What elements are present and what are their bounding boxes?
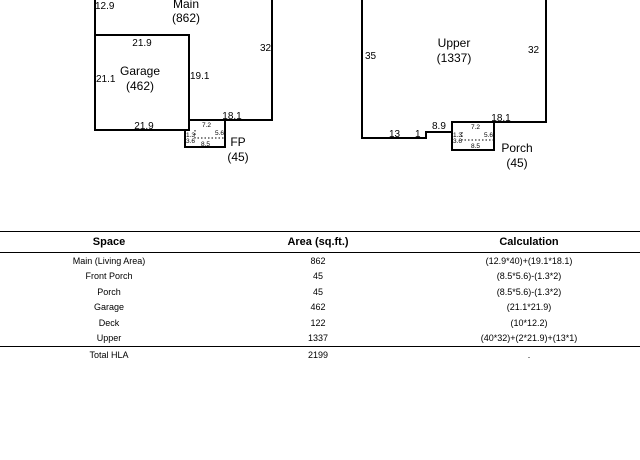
main-outline	[94, 0, 273, 131]
floor-plan-sketch: Main (862) Garage (462) FP (45) 12.9 21.…	[94, 0, 547, 170]
dim-fp-d: 3.6	[186, 138, 195, 145]
cell-calculation: (8.5*5.6)-(1.3*2)	[496, 271, 562, 282]
cell-total-space: Total HLA	[0, 346, 218, 363]
cell-calculation: (40*32)+(2*21.9)+(13*1)	[480, 333, 578, 344]
dim-garage-bottom: 21.9	[134, 121, 154, 132]
garage-area: (462)	[126, 79, 154, 93]
dim-porch-b: 5.6	[484, 132, 493, 139]
cell-total-calculation: .	[418, 346, 640, 363]
fp-label: FP	[230, 135, 245, 149]
cell-total-area: 2199	[218, 346, 418, 363]
cell-calculation: (21.1*21.9)	[506, 302, 552, 313]
porch-area: (45)	[506, 156, 527, 170]
dim-upper-left: 35	[365, 51, 377, 62]
cell-space: Upper	[96, 333, 122, 344]
dim-porch-d: 3.6	[453, 138, 462, 145]
header-calculation: Calculation	[418, 231, 640, 253]
cell-area: 122	[310, 317, 326, 328]
dim-bottom-b: 1	[415, 129, 421, 140]
upper-area: (1337)	[437, 51, 472, 65]
header-area: Area (sq.ft.)	[218, 231, 418, 253]
cell-area: 1337	[307, 333, 329, 344]
cell-calculation: (8.5*5.6)-(1.3*2)	[496, 286, 562, 297]
header-space: Space	[0, 231, 218, 253]
cell-area: 45	[312, 271, 323, 282]
table-row: Front Porch 45 (8.5*5.6)-(1.3*2)	[0, 269, 640, 285]
cell-area: 45	[312, 286, 323, 297]
dim-garage-right: 19.1	[190, 71, 210, 82]
fp-area: (45)	[227, 150, 248, 164]
dim-fp-e: 8.5	[201, 141, 210, 148]
porch-outline	[451, 122, 495, 151]
dim-porch-e: 8.5	[471, 143, 480, 150]
cell-space: Main (Living Area)	[72, 255, 146, 266]
dim-fp-a: 7.2	[202, 122, 211, 129]
upper-outline	[361, 0, 547, 139]
table-row: Main (Living Area) 862 (12.9*40)+(19.1*1…	[0, 253, 640, 269]
left-sketch: Main (862) Garage (462) FP (45) 12.9 21.…	[94, 0, 273, 164]
front-porch-outline	[184, 120, 226, 148]
dim-bottom-c: 8.9	[432, 121, 446, 132]
porch-inner	[461, 132, 494, 141]
table-row: Deck 122 (10*12.2)	[0, 315, 640, 331]
table-row: Upper 1337 (40*32)+(2*21.9)+(13*1)	[0, 331, 640, 347]
dim-main-bottom: 18.1	[222, 111, 242, 122]
dim-main-left: 12.9	[95, 1, 115, 12]
main-area: (862)	[172, 11, 200, 25]
cell-space: Deck	[98, 317, 120, 328]
dim-fp-b: 5.6	[215, 130, 224, 137]
right-sketch: Upper (1337) Porch (45) 35 32 13 1 8.9 1…	[361, 0, 547, 170]
porch-label: Porch	[501, 141, 532, 155]
table-row: Porch 45 (8.5*5.6)-(1.3*2)	[0, 284, 640, 300]
dim-upper-right: 32	[528, 45, 540, 56]
cell-area: 862	[310, 255, 326, 266]
cell-space: Porch	[97, 286, 121, 297]
cell-space: Front Porch	[85, 271, 133, 282]
dim-bottom-a: 13	[389, 129, 401, 140]
dim-garage-top: 21.9	[132, 38, 152, 49]
dim-main-right: 32	[260, 43, 272, 54]
dim-porch-a: 7.2	[471, 124, 480, 131]
table-header-row: Space Area (sq.ft.) Calculation	[0, 231, 640, 253]
dim-garage-left: 21.1	[96, 74, 116, 85]
area-calculation-table: Space Area (sq.ft.) Calculation Main (Li…	[0, 231, 640, 363]
cell-space: Garage	[93, 302, 125, 313]
front-porch-inner	[194, 130, 225, 139]
table-total-row: Total HLA 2199 .	[0, 346, 640, 363]
cell-calculation: (10*12.2)	[510, 317, 548, 328]
table-row: Garage 462 (21.1*21.9)	[0, 300, 640, 316]
dim-porch-c: 1.3	[453, 132, 462, 139]
dim-fp-c: 1.3	[186, 132, 195, 139]
cell-calculation: (12.9*40)+(19.1*18.1)	[485, 255, 573, 266]
cell-area: 462	[310, 302, 326, 313]
dim-bottom-d: 18.1	[491, 113, 511, 124]
garage-label: Garage	[120, 64, 160, 78]
upper-label: Upper	[438, 36, 471, 50]
main-label: Main	[173, 0, 199, 11]
